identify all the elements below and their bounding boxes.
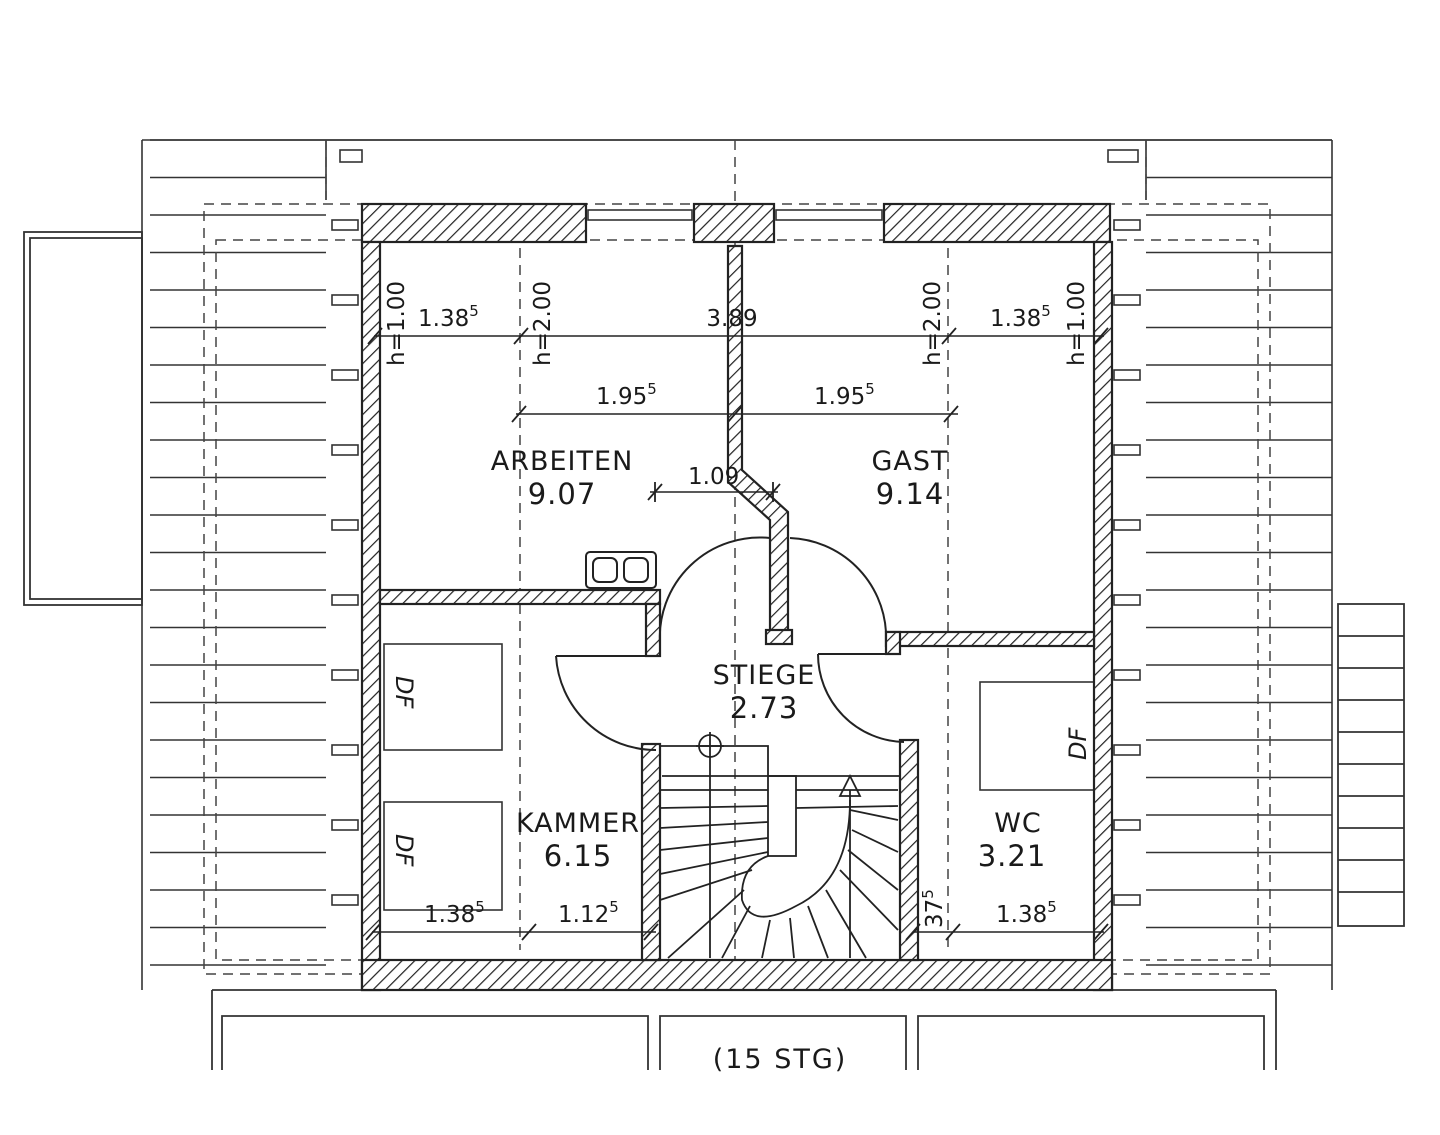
skylight-1	[383, 643, 503, 751]
roof-tile-notch	[1113, 369, 1141, 381]
roof-tile-notch	[331, 594, 359, 606]
wall-kammer-top	[378, 588, 662, 606]
skylight-label-1: DF	[390, 676, 418, 709]
dim-bottom-wc: 1.385	[996, 898, 1057, 928]
dimension-lines	[372, 335, 1104, 933]
dim-bottom-mid: 1.125	[558, 898, 619, 928]
dimension-ticks	[365, 327, 1109, 941]
roof-tile-notch	[1113, 444, 1141, 456]
roof-tiles	[141, 139, 1333, 990]
room-name-wc: WC	[994, 808, 1042, 839]
dim-mid-right: 1.955	[814, 380, 875, 410]
skylight-label-3: DF	[1064, 727, 1092, 760]
room-area-gast: 9.14	[876, 477, 945, 511]
roof-tile-notch	[1113, 819, 1141, 831]
roof-tile-notch	[331, 819, 359, 831]
roof-tile-notch	[331, 519, 359, 531]
height-right-inner: h=2.00	[920, 281, 946, 366]
right-dormer	[1337, 603, 1405, 927]
chimney	[585, 551, 657, 589]
roof-tile-notch	[331, 894, 359, 906]
door-swings	[555, 536, 905, 752]
roof-tile-notch	[331, 294, 359, 306]
dim-mid-left: 1.955	[596, 380, 657, 410]
wall-stair-right	[898, 738, 920, 962]
wall-top-left	[360, 202, 588, 244]
roof-tile-notch	[1113, 594, 1141, 606]
roof-tile-notch	[1113, 744, 1141, 756]
height-left-inner: h=2.00	[530, 281, 556, 366]
wall-top-right	[882, 202, 1112, 244]
stairs	[659, 732, 900, 959]
wall-wc-top	[884, 630, 1096, 648]
wall-wc-post	[884, 630, 902, 656]
dim-center: 3.89	[706, 306, 757, 332]
wall-top-center	[692, 202, 776, 244]
height-right-outer: h=1.00	[1064, 281, 1090, 366]
roof-tile-notch	[331, 744, 359, 756]
roof-tile-notch	[1113, 294, 1141, 306]
wall-partition	[726, 244, 790, 634]
room-area-wc: 3.21	[978, 839, 1047, 873]
left-balcony	[23, 231, 143, 606]
wall-kammer-post	[644, 602, 662, 658]
roof-tile-notch	[331, 444, 359, 456]
wall-stair-left	[640, 742, 662, 962]
wall-left	[360, 240, 382, 992]
room-name-arbeiten: ARBEITEN	[491, 446, 634, 477]
roof-tile-notch	[331, 669, 359, 681]
dim-top-right: 1.385	[990, 302, 1051, 332]
room-area-stiege: 2.73	[730, 691, 799, 725]
room-name-gast: GAST	[871, 446, 948, 477]
roof-tile-notch	[331, 219, 359, 231]
roof-tile-notch	[1113, 519, 1141, 531]
dim-bottom-left: 1.385	[424, 898, 485, 928]
skylight-2	[383, 801, 503, 911]
height-left-outer: h=1.00	[384, 281, 410, 366]
walls	[360, 202, 1114, 992]
roof-tile-notch	[331, 369, 359, 381]
roof-tile-notch	[1113, 894, 1141, 906]
dim-wc-small: 375	[919, 889, 948, 928]
roof-tile-notch	[1113, 219, 1141, 231]
wall-partition-end	[764, 628, 794, 646]
room-name-stiege: STIEGE	[713, 660, 816, 691]
room-area-arbeiten: 9.07	[528, 477, 597, 511]
roof-tile-notch	[1113, 669, 1141, 681]
dim-top-left: 1.385	[418, 302, 479, 332]
stair-count-label: (15 STG)	[713, 1044, 848, 1075]
wall-bottom	[360, 958, 1114, 992]
skylight-label-2: DF	[390, 834, 418, 867]
room-area-kammer: 6.15	[544, 839, 613, 873]
windows	[339, 149, 1139, 221]
wall-right	[1092, 240, 1114, 992]
dim-partition: 1.09	[688, 464, 739, 490]
room-name-kammer: KAMMER	[516, 808, 640, 839]
